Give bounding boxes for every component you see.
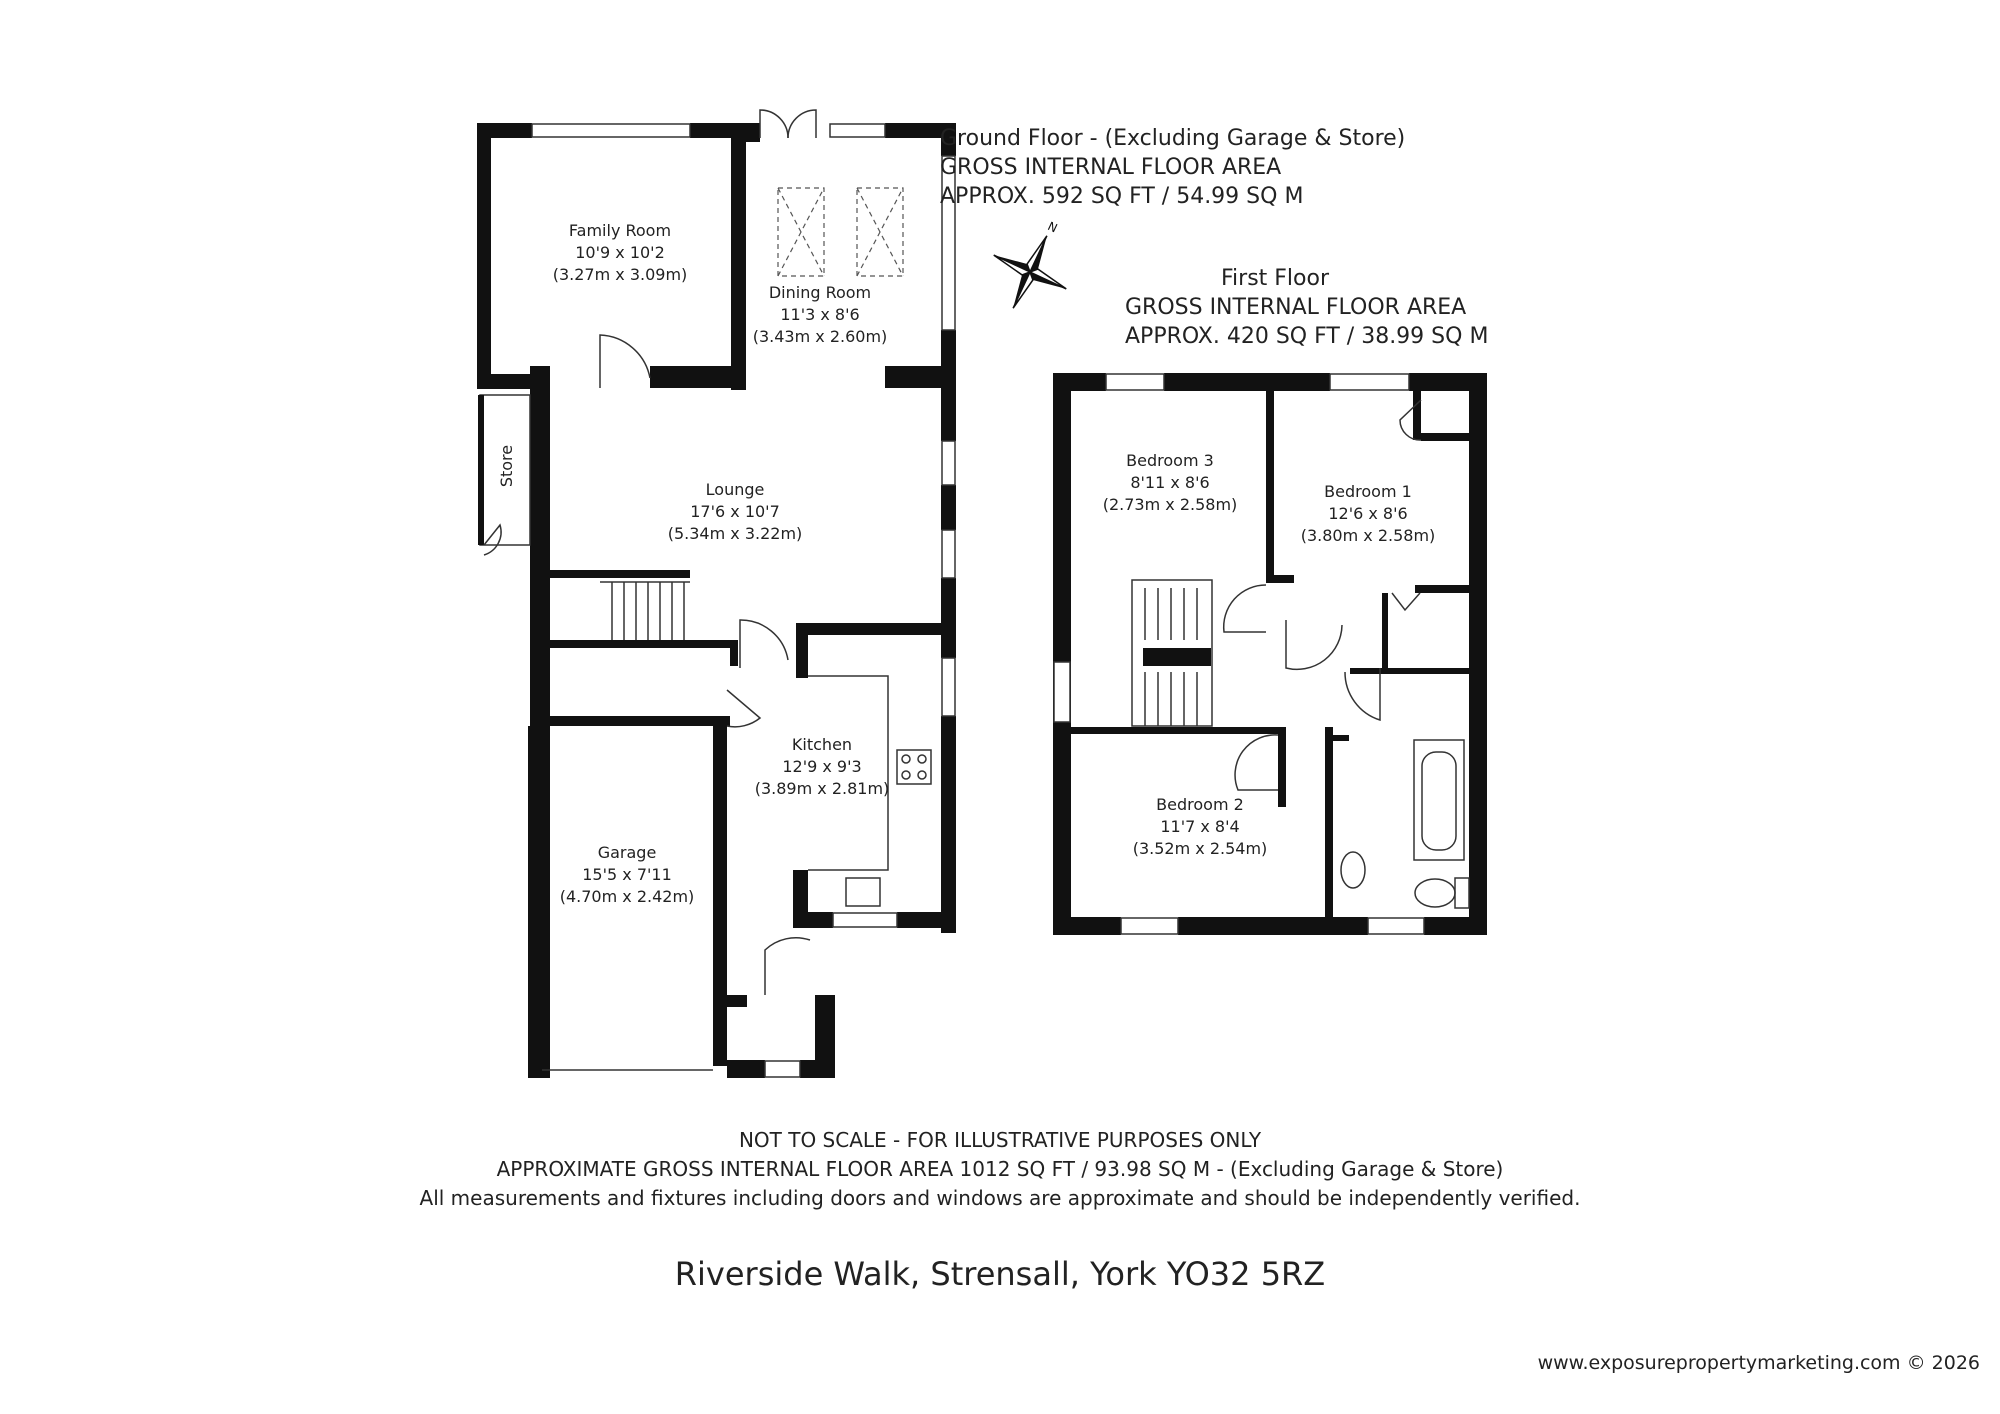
website-credit: www.exposurepropertymarketing.com © 2026 <box>1537 1352 1980 1374</box>
first-floor-area: APPROX. 420 SQ FT / 38.99 SQ M <box>1125 324 1489 349</box>
garage-metric: (4.70m x 2.42m) <box>560 887 695 906</box>
first-floor-title: First Floor <box>1220 266 1330 291</box>
svg-text:N: N <box>1045 219 1059 235</box>
kitchen-imperial: 12'9 x 9'3 <box>782 757 861 776</box>
family-room-metric: (3.27m x 3.09m) <box>553 265 688 284</box>
bedroom1-name: Bedroom 1 <box>1324 482 1412 501</box>
bedroom3-metric: (2.73m x 2.58m) <box>1103 495 1238 514</box>
family-room-name: Family Room <box>569 221 671 240</box>
ground-floor-plan <box>477 109 956 1078</box>
disclaimer-block: NOT TO SCALE - FOR ILLUSTRATIVE PURPOSES… <box>400 1126 1600 1213</box>
dining-room-imperial: 11'3 x 8'6 <box>780 305 859 324</box>
compass-rose-icon: N <box>993 219 1067 309</box>
ground-floor-gia-label: GROSS INTERNAL FLOOR AREA <box>940 155 1282 180</box>
kitchen-name: Kitchen <box>792 735 852 754</box>
ground-floor-area: APPROX. 592 SQ FT / 54.99 SQ M <box>940 184 1304 209</box>
bedroom2-name: Bedroom 2 <box>1156 795 1244 814</box>
disclaimer-measurements: All measurements and fixtures including … <box>419 1186 1581 1210</box>
first-floor-heading: First Floor GROSS INTERNAL FLOOR AREA AP… <box>1125 264 1489 351</box>
lounge-metric: (5.34m x 3.22m) <box>668 524 803 543</box>
bedroom1-metric: (3.80m x 2.58m) <box>1301 526 1436 545</box>
first-floor-plan <box>1053 373 1487 935</box>
dining-room-name: Dining Room <box>769 283 871 302</box>
store-name: Store <box>497 445 516 487</box>
first-floor-stairs <box>1131 579 1213 727</box>
bedroom1-imperial: 12'6 x 8'6 <box>1328 504 1407 523</box>
bedroom2-metric: (3.52m x 2.54m) <box>1133 839 1268 858</box>
ground-floor-title: Ground Floor - (Excluding Garage & Store… <box>940 126 1406 151</box>
kitchen-metric: (3.89m x 2.81m) <box>755 779 890 798</box>
disclaimer-scale: NOT TO SCALE - FOR ILLUSTRATIVE PURPOSES… <box>738 1128 1262 1152</box>
property-address: Riverside Walk, Strensall, York YO32 5RZ <box>674 1255 1326 1293</box>
first-floor-gia-label: GROSS INTERNAL FLOOR AREA <box>1125 295 1467 320</box>
garage-name: Garage <box>598 843 657 862</box>
bedroom3-imperial: 8'11 x 8'6 <box>1130 473 1209 492</box>
lounge-imperial: 17'6 x 10'7 <box>690 502 780 521</box>
disclaimer-total-area: APPROXIMATE GROSS INTERNAL FLOOR AREA 10… <box>496 1157 1504 1181</box>
garage-imperial: 15'5 x 7'11 <box>582 865 672 884</box>
lounge-name: Lounge <box>706 480 765 499</box>
dining-room-metric: (3.43m x 2.60m) <box>753 327 888 346</box>
family-room-imperial: 10'9 x 10'2 <box>575 243 665 262</box>
ground-floor-stairs <box>600 581 690 640</box>
bedroom2-imperial: 11'7 x 8'4 <box>1160 817 1239 836</box>
ground-floor-heading: Ground Floor - (Excluding Garage & Store… <box>940 124 1406 211</box>
bedroom3-name: Bedroom 3 <box>1126 451 1214 470</box>
